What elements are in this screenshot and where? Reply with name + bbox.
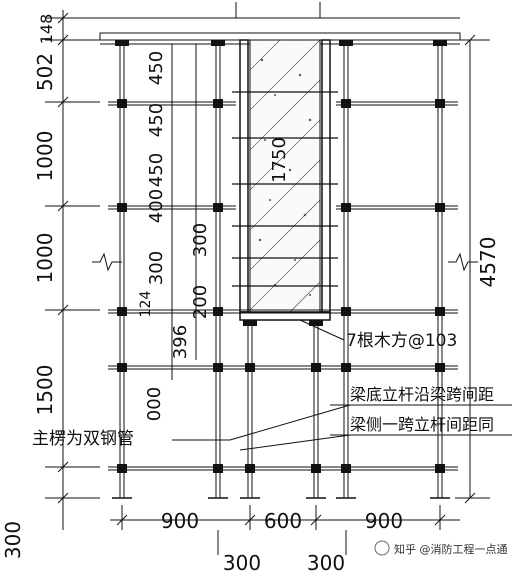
inner-misc-label: 000	[144, 387, 165, 421]
dim-300-bottom: 300	[1, 521, 25, 559]
inner-dim-200: 200	[190, 285, 211, 319]
inner-dim-450-b: 450	[146, 103, 167, 137]
right-dimension	[448, 34, 490, 504]
inner-dim-300-a: 300	[146, 251, 167, 285]
dim-1000-a: 1000	[33, 131, 57, 182]
watermark-text: 知乎 @消防工程一点通	[394, 542, 508, 556]
beam-height-label: 1750	[269, 137, 290, 183]
inner-dim-124: 124	[138, 291, 154, 318]
inner-dim-400: 400	[146, 189, 167, 223]
bottom-offset-300-left: 300	[223, 551, 261, 575]
coupler-markers	[115, 40, 447, 473]
inner-dim-450-c: 450	[146, 153, 167, 187]
inner-dimension-labels: 450 450 450 400 300 300 200 124 396 000	[138, 51, 211, 421]
inner-dim-300-b: 300	[190, 223, 211, 257]
inner-dim-450-a: 450	[146, 51, 167, 85]
top-slab	[99, 2, 461, 45]
left-dimension-chain	[45, 10, 122, 530]
bottom-dimension-labels: 900 600 900 300 300	[161, 509, 403, 575]
dim-1500: 1500	[33, 365, 57, 416]
bottom-dim-900-left: 900	[161, 509, 199, 533]
timber-spacing-label: 7根木方@103	[346, 331, 457, 351]
dim-1000-b: 1000	[33, 233, 57, 284]
main-keel-label: 主楞为双钢管	[32, 429, 134, 449]
inner-dim-396: 396	[170, 325, 191, 359]
watermark: 知乎 @消防工程一点通	[374, 540, 508, 556]
left-dimension-labels: 148 502 1000 1000 1500 300	[1, 14, 57, 559]
dim-total-height: 4570	[476, 237, 500, 288]
bottom-offset-300-right: 300	[307, 551, 345, 575]
bottom-dim-600: 600	[264, 509, 302, 533]
bottom-dimension-chain	[110, 505, 460, 555]
beam-side-pole-label: 梁侧一跨立杆间距同	[350, 415, 494, 434]
vertical-poles	[119, 44, 443, 498]
beam-section	[232, 39, 338, 321]
dim-148: 148	[37, 14, 56, 45]
dim-502: 502	[33, 53, 57, 91]
bottom-dim-900-right: 900	[365, 509, 403, 533]
beam-bottom-pole-label: 梁底立杆沿梁跨间距	[350, 385, 494, 404]
leader-lines	[172, 319, 512, 451]
inner-dimension-chain	[171, 44, 197, 380]
